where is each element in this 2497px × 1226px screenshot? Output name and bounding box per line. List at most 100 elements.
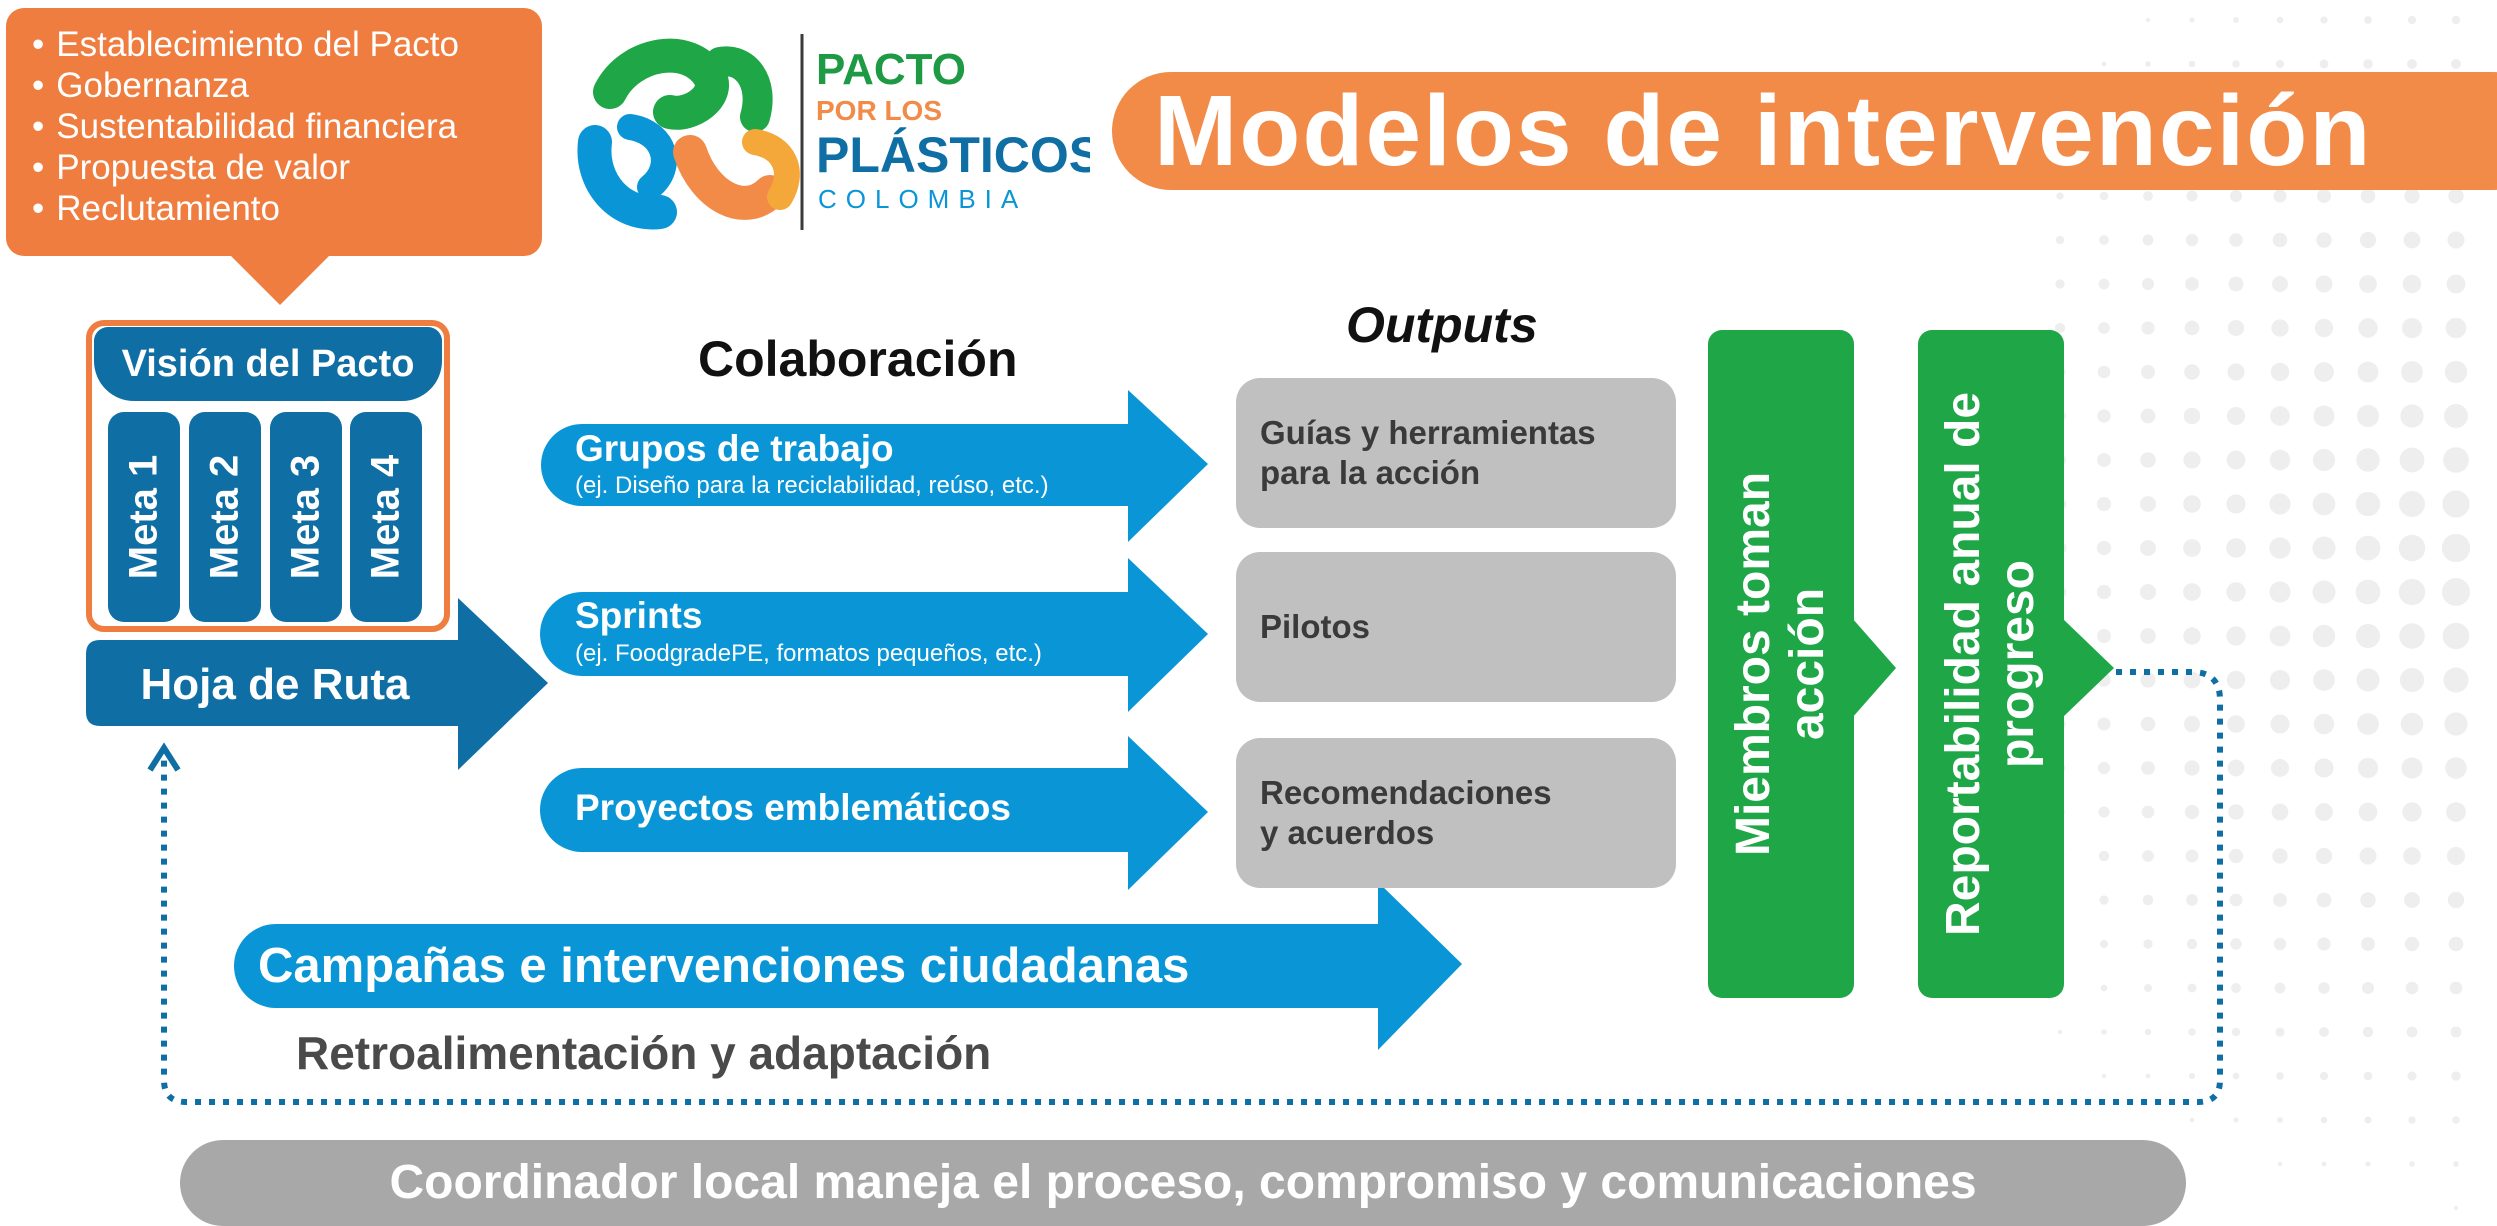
background-dot <box>2315 847 2333 865</box>
background-dot <box>2270 362 2290 382</box>
background-dot <box>2271 319 2289 337</box>
background-dot <box>2357 361 2379 383</box>
reporting-text: Reportabilidad anual de progreso <box>1937 392 2045 936</box>
background-dot <box>2446 274 2466 294</box>
background-dot <box>2097 629 2111 643</box>
background-dot <box>2443 403 2469 429</box>
background-dot <box>2054 322 2066 334</box>
background-dot <box>2314 318 2334 338</box>
background-dot <box>2450 58 2462 70</box>
sprints-subtitle: (ej. FoodgradePE, formatos pequeños, etc… <box>575 640 1042 667</box>
background-dot <box>2357 757 2379 779</box>
campaigns-label: Campañas e intervenciones ciudadanas <box>258 939 1190 993</box>
background-dot <box>2226 450 2246 470</box>
background-dot <box>2232 1072 2240 1080</box>
background-dot <box>2232 16 2240 24</box>
background-dot <box>2273 189 2287 203</box>
background-dot <box>2099 895 2109 905</box>
background-dot <box>2183 495 2201 513</box>
bullet-item: Gobernanza <box>32 65 459 106</box>
background-dot <box>2357 713 2379 735</box>
background-dot <box>2444 712 2468 736</box>
working-groups-arrow <box>541 390 1208 542</box>
sprints-arrow <box>540 558 1208 712</box>
background-dot <box>2276 1072 2284 1080</box>
feedback-label: Retroalimentación y adaptación <box>296 1027 992 1079</box>
background-dot <box>2364 16 2372 24</box>
background-dot <box>2362 1026 2374 1038</box>
background-dot <box>2184 364 2200 380</box>
background-dot <box>2274 982 2286 994</box>
background-dot <box>2057 1029 2063 1035</box>
background-dot <box>2403 847 2421 865</box>
background-dot <box>2140 672 2156 688</box>
background-dot <box>2444 360 2468 384</box>
background-dot <box>2355 623 2381 649</box>
background-dot <box>2226 626 2246 646</box>
output-line: Pilotos <box>1260 608 1371 645</box>
background-dot <box>2186 894 2198 906</box>
pacto-logo: PACTO POR LOS PLÁSTICOS COLOMBIA <box>577 34 1090 230</box>
background-dot <box>2099 235 2109 245</box>
background-dot <box>2183 627 2201 645</box>
bullet-item: Reclutamiento <box>32 188 459 229</box>
background-dot <box>2184 320 2200 336</box>
background-dot <box>2269 581 2291 603</box>
background-dot <box>2098 806 2110 818</box>
background-dot <box>2443 667 2469 693</box>
background-dot <box>2313 669 2335 691</box>
background-dot <box>2188 1028 2196 1036</box>
background-dot <box>2317 189 2331 203</box>
background-dot <box>2407 15 2417 25</box>
background-dot <box>2355 535 2381 561</box>
background-dot <box>2312 580 2336 604</box>
background-dot <box>2399 623 2425 649</box>
background-dot <box>2140 584 2156 600</box>
background-dot <box>2183 583 2201 601</box>
background-dot <box>2400 712 2424 736</box>
background-dot <box>2184 804 2200 820</box>
background-dot <box>2185 277 2199 291</box>
background-dot <box>2101 1029 2107 1035</box>
background-dot <box>2098 322 2110 334</box>
background-dot <box>2140 716 2156 732</box>
background-dot <box>2097 717 2111 731</box>
background-dot <box>2097 453 2111 467</box>
background-dot <box>2144 1028 2152 1036</box>
background-dot <box>2231 1027 2241 1037</box>
background-dot <box>2359 231 2377 249</box>
background-dot <box>2313 405 2335 427</box>
background-dot <box>2277 1117 2283 1123</box>
background-dot <box>2363 59 2373 69</box>
setup-callout-pointer <box>230 255 330 305</box>
collaboration-heading: Colaboración <box>698 331 1018 387</box>
working-groups-subtitle: (ej. Diseño para la reciclabilidad, reús… <box>575 472 1049 499</box>
background-dot <box>2101 61 2107 67</box>
background-dot <box>2361 937 2375 951</box>
reporting-arrowhead <box>2062 618 2114 718</box>
background-dot <box>2269 669 2291 691</box>
background-dot <box>2099 939 2109 949</box>
background-dot <box>2142 894 2154 906</box>
background-dot <box>2228 276 2244 292</box>
background-dot <box>2145 61 2151 67</box>
background-dot <box>2097 409 2111 423</box>
background-dot <box>2140 452 2156 468</box>
background-dot <box>2098 278 2110 290</box>
background-dot <box>2226 406 2246 426</box>
background-dot <box>2315 803 2333 821</box>
background-dot <box>2364 1116 2372 1124</box>
background-dot <box>2183 539 2201 557</box>
reporting-line1: Reportabilidad anual de <box>1937 391 1990 937</box>
background-dot <box>2315 275 2333 293</box>
background-dot <box>2443 447 2469 473</box>
bullet-item: Sustentabilidad financiera <box>32 106 459 147</box>
background-dot <box>2275 59 2285 69</box>
background-dot <box>2314 758 2334 778</box>
vision-title: Visión del Pacto <box>94 327 442 401</box>
background-dot <box>2359 275 2377 293</box>
background-dot <box>2359 847 2377 865</box>
